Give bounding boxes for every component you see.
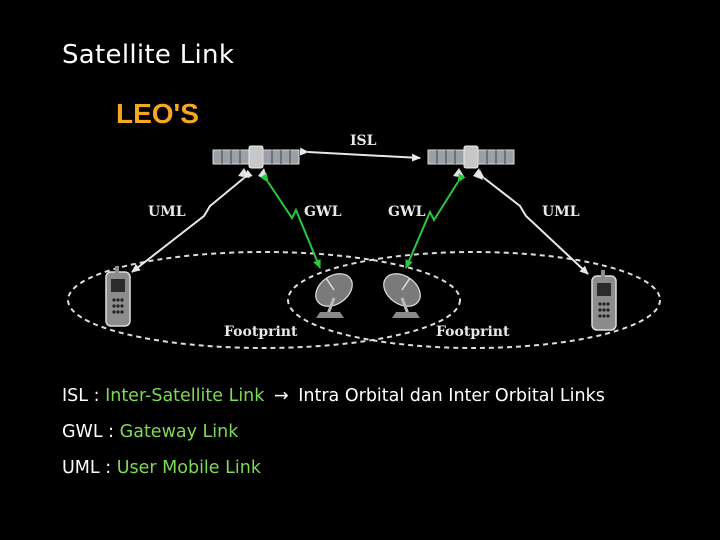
legend-extra: Intra Orbital dan Inter Orbital Links [298, 386, 605, 406]
uml-left-arrow [131, 169, 253, 273]
gwl-left-arrow [260, 173, 321, 269]
legend-key: ISL : [62, 386, 100, 406]
legend-row-isl: ISL : Inter-Satellite Link → Intra Orbit… [62, 378, 605, 414]
arrow-right-icon: → [274, 386, 289, 406]
legend-definition: Gateway Link [119, 422, 239, 442]
uml-left-label: UML [148, 204, 186, 220]
satellite-dish-icon [383, 273, 421, 318]
diagram-heading: LEO'S [116, 98, 199, 129]
legend-row-uml: UML : User Mobile Link [62, 450, 605, 486]
isl-arrow [299, 147, 421, 162]
mobile-phone-icon [105, 266, 131, 327]
gwl-right-label: GWL [388, 204, 426, 220]
isl-label: ISL [350, 133, 377, 149]
uml-right-arrow [475, 169, 589, 275]
leo-satellite-diagram: LEO'S ISL UML GWL GWL [67, 98, 661, 349]
legend: ISL : Inter-Satellite Link → Intra Orbit… [62, 378, 605, 486]
legend-row-gwl: GWL : Gateway Link [62, 414, 605, 450]
footprint-left-outline [67, 251, 461, 349]
legend-definition: User Mobile Link [116, 458, 261, 478]
mobile-phone-icon [591, 270, 617, 331]
legend-key: GWL : [62, 422, 115, 442]
legend-key: UML : [62, 458, 112, 478]
legend-definition: Inter-Satellite Link [105, 386, 265, 406]
footprint-left-label: Footprint [224, 324, 298, 340]
satellite-dish-icon [315, 273, 353, 318]
uml-right-label: UML [542, 204, 580, 220]
satellite-icon [212, 145, 300, 180]
gwl-left-label: GWL [304, 204, 342, 220]
footprint-right-outline [287, 251, 661, 349]
gwl-right-arrow [405, 173, 466, 269]
slide-title: Satellite Link [62, 40, 235, 70]
satellite-icon [427, 145, 515, 180]
footprint-right-label: Footprint [436, 324, 510, 340]
